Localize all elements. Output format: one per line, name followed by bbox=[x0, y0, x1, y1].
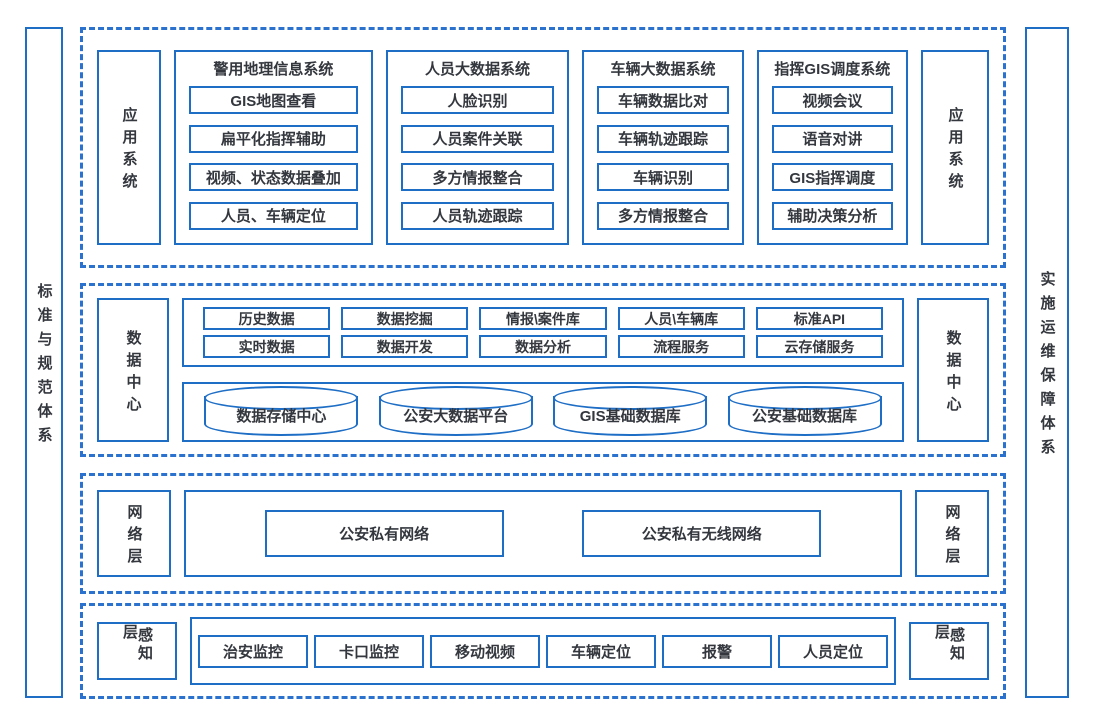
command-gis-dispatch-panel: 指挥GIS调度系统 视频会议 语音对讲 GIS指挥调度 辅助决策分析 bbox=[756, 50, 908, 245]
database-label: 公安大数据平台 bbox=[403, 408, 509, 425]
app-item: GIS指挥调度 bbox=[771, 163, 893, 192]
implementation-ops-system-label: 实施运维保障体系 bbox=[1038, 271, 1056, 463]
app-item: 扁平化指挥辅助 bbox=[189, 124, 358, 153]
personnel-bigdata-panel: 人员大数据系统 人脸识别 人员案件关联 多方情报整合 人员轨迹跟踪 bbox=[385, 50, 570, 245]
database-cylinder: 公安基础数据库 bbox=[727, 386, 882, 436]
perception-item: 卡口监控 bbox=[314, 634, 424, 668]
database-label: 公安基础数据库 bbox=[752, 408, 858, 425]
vehicle-bigdata-panel: 车辆大数据系统 车辆数据比对 车辆轨迹跟踪 车辆识别 多方情报整合 bbox=[582, 50, 744, 245]
data-service: 实时数据 bbox=[203, 335, 331, 358]
app-item: 语音对讲 bbox=[771, 124, 893, 153]
app-item: 辅助决策分析 bbox=[771, 201, 893, 230]
perception-item: 治安监控 bbox=[198, 634, 308, 668]
standards-spec-system-label: 标准与规范体系 bbox=[35, 283, 53, 451]
database-cylinder: 公安大数据平台 bbox=[378, 386, 533, 436]
vehicle-bigdata-panel-items: 车辆数据比对 车辆轨迹跟踪 车辆识别 多方情报整合 bbox=[597, 83, 729, 230]
personnel-bigdata-panel-title: 人员大数据系统 bbox=[425, 61, 531, 78]
databases-box: 数据存储中心 公安大数据平台 GIS基础数据库 公安基础数据库 bbox=[182, 382, 904, 442]
implementation-ops-system-bar: 实施运维保障体系 bbox=[1025, 27, 1069, 698]
data-service: 数据分析 bbox=[479, 335, 607, 358]
data-center-content: 历史数据 数据挖掘 情报\案件库 人员\车辆库 标准API 实时数据 数据开发 … bbox=[182, 298, 904, 442]
data-center-left-label: 数据中心 bbox=[124, 329, 142, 418]
app-item: 车辆轨迹跟踪 bbox=[597, 124, 729, 153]
perception-item: 报警 bbox=[662, 634, 772, 668]
perception-layer-left-label: 感知层 bbox=[121, 624, 153, 663]
perception-item: 移动视频 bbox=[430, 634, 540, 668]
network-item: 公安私有无线网络 bbox=[582, 510, 822, 557]
perception-layer-right-label: 感知层 bbox=[933, 624, 965, 663]
police-gis-panel-title: 警用地理信息系统 bbox=[213, 61, 334, 78]
app-item: 多方情报整合 bbox=[597, 201, 729, 230]
app-item: 视频、状态数据叠加 bbox=[189, 163, 358, 192]
app-item: 车辆数据比对 bbox=[597, 86, 729, 114]
vehicle-bigdata-panel-title: 车辆大数据系统 bbox=[610, 61, 716, 78]
data-center-layer: 数据中心 历史数据 数据挖掘 情报\案件库 人员\车辆库 标准API 实时数据 … bbox=[80, 283, 1006, 457]
network-layer-left-label: 网络层 bbox=[125, 504, 143, 570]
database-label: 数据存储中心 bbox=[236, 408, 327, 425]
data-service: 云存储服务 bbox=[755, 335, 883, 358]
app-item: GIS地图查看 bbox=[189, 86, 358, 114]
standards-spec-system-bar: 标准与规范体系 bbox=[25, 27, 63, 698]
data-service: 数据开发 bbox=[341, 335, 469, 358]
application-layer-left-label-box: 应用系统 bbox=[97, 50, 161, 245]
data-service: 流程服务 bbox=[617, 335, 745, 358]
app-item: 人员案件关联 bbox=[400, 124, 555, 153]
application-layer: 应用系统 警用地理信息系统 GIS地图查看 扁平化指挥辅助 视频、状态数据叠加 … bbox=[80, 27, 1006, 268]
police-gis-panel: 警用地理信息系统 GIS地图查看 扁平化指挥辅助 视频、状态数据叠加 人员、车辆… bbox=[174, 50, 373, 245]
database-label: GIS基础数据库 bbox=[579, 408, 681, 425]
network-layer-left-label-box: 网络层 bbox=[97, 490, 171, 577]
personnel-bigdata-panel-items: 人脸识别 人员案件关联 多方情报整合 人员轨迹跟踪 bbox=[400, 83, 555, 230]
app-item: 人脸识别 bbox=[400, 86, 555, 114]
perception-layer: 感知层 治安监控 卡口监控 移动视频 车辆定位 报警 人员定位 感知层 bbox=[80, 603, 1006, 699]
data-service: 人员\车辆库 bbox=[617, 307, 745, 330]
application-layer-right-label: 应用系统 bbox=[946, 107, 964, 195]
data-center-left-label-box: 数据中心 bbox=[97, 298, 169, 442]
command-gis-dispatch-panel-title: 指挥GIS调度系统 bbox=[774, 61, 891, 78]
data-service: 情报\案件库 bbox=[479, 307, 607, 330]
police-gis-panel-items: GIS地图查看 扁平化指挥辅助 视频、状态数据叠加 人员、车辆定位 bbox=[189, 83, 358, 230]
database-cylinder: 数据存储中心 bbox=[204, 386, 359, 436]
app-item: 人员、车辆定位 bbox=[189, 201, 358, 230]
network-layer-right-label: 网络层 bbox=[943, 504, 961, 570]
perception-item: 人员定位 bbox=[778, 634, 888, 668]
network-layer-right-label-box: 网络层 bbox=[915, 490, 989, 577]
data-center-right-label-box: 数据中心 bbox=[917, 298, 989, 442]
app-item: 视频会议 bbox=[771, 86, 893, 114]
database-cylinder: GIS基础数据库 bbox=[553, 386, 708, 436]
application-layer-left-label: 应用系统 bbox=[120, 107, 138, 195]
app-item: 车辆识别 bbox=[597, 163, 729, 192]
perception-item: 车辆定位 bbox=[546, 634, 656, 668]
app-item: 多方情报整合 bbox=[400, 163, 555, 192]
data-service: 历史数据 bbox=[203, 307, 331, 330]
network-layer: 网络层 公安私有网络 公安私有无线网络 网络层 bbox=[80, 473, 1006, 594]
data-services-box: 历史数据 数据挖掘 情报\案件库 人员\车辆库 标准API 实时数据 数据开发 … bbox=[182, 298, 904, 367]
perception-layer-right-label-box: 感知层 bbox=[909, 622, 989, 680]
application-layer-right-label-box: 应用系统 bbox=[920, 50, 989, 245]
network-container: 公安私有网络 公安私有无线网络 bbox=[184, 490, 902, 577]
perception-layer-left-label-box: 感知层 bbox=[97, 622, 177, 680]
app-item: 人员轨迹跟踪 bbox=[400, 201, 555, 230]
command-gis-dispatch-panel-items: 视频会议 语音对讲 GIS指挥调度 辅助决策分析 bbox=[771, 83, 893, 230]
data-service: 数据挖掘 bbox=[341, 307, 469, 330]
data-center-right-label: 数据中心 bbox=[944, 329, 962, 418]
network-item: 公安私有网络 bbox=[264, 510, 504, 557]
data-service: 标准API bbox=[755, 307, 883, 330]
perception-container: 治安监控 卡口监控 移动视频 车辆定位 报警 人员定位 bbox=[190, 617, 896, 685]
